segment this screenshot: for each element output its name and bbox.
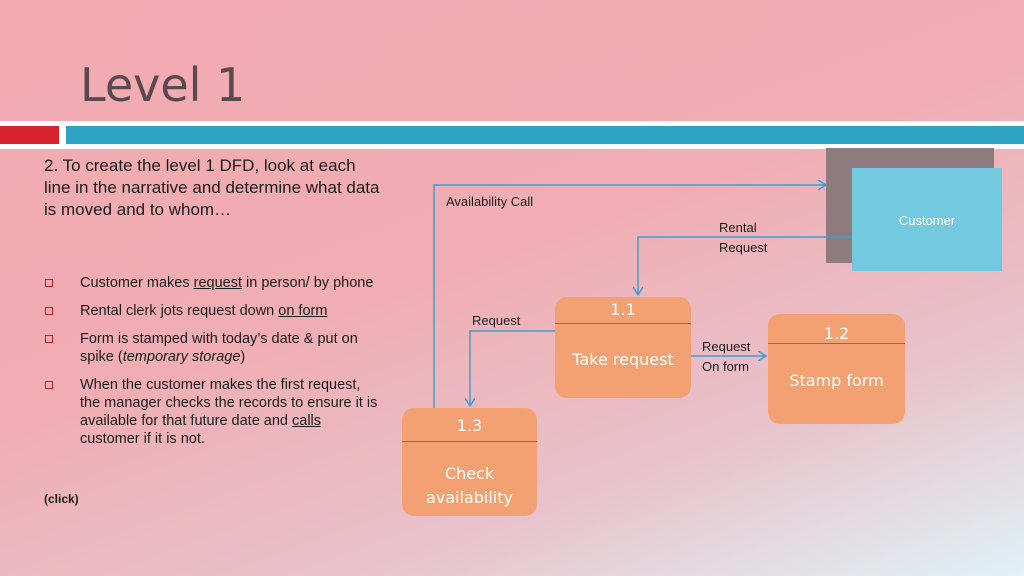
process-divider — [768, 343, 905, 344]
flow-request — [470, 330, 555, 406]
flow-label-request: Request — [719, 240, 768, 255]
flow-availability-call — [433, 185, 826, 408]
accent-bar-red — [0, 126, 59, 144]
flow-rental-request — [638, 236, 852, 295]
process-number: 1.1 — [610, 300, 636, 319]
process-divider — [555, 323, 691, 324]
process-label: Check availability — [425, 464, 513, 507]
external-entity-customer: Customer — [852, 168, 1002, 271]
process-1-2: 1.2 Stamp form — [768, 314, 905, 424]
flow-label-availability-call: Availability Call — [446, 194, 534, 209]
flow-label-request-on: Request — [702, 339, 751, 354]
accent-bar-blue — [66, 126, 1024, 144]
emphasis: on form — [278, 303, 328, 319]
bullet-item: Form is stamped with today’s date & put … — [44, 330, 384, 366]
process-divider — [402, 441, 537, 442]
process-label: Take request — [572, 350, 674, 369]
process-number: 1.3 — [456, 416, 483, 435]
square-bullet-icon — [45, 307, 53, 315]
flow-label-request-to-check: Request — [472, 313, 521, 328]
flow-label-on-form: On form — [702, 359, 749, 374]
click-note: (click) — [44, 492, 79, 506]
bullet-item: Rental clerk jots request down on form — [44, 302, 384, 320]
process-number: 1.2 — [823, 324, 850, 343]
intro-text: 2. To create the level 1 DFD, look at ea… — [44, 156, 380, 219]
bullet-list: Customer makes request in person/ by pho… — [44, 274, 384, 458]
process-1-1: 1.1 Take request — [555, 297, 691, 398]
emphasis: temporary storage — [122, 349, 241, 365]
square-bullet-icon — [45, 335, 53, 343]
flow-label-rental: Rental — [719, 220, 757, 235]
process-label: Stamp form — [789, 371, 884, 390]
square-bullet-icon — [45, 279, 53, 287]
bullet-item: When the customer makes the first reques… — [44, 376, 384, 448]
entity-label: Customer — [898, 213, 956, 228]
emphasis: request — [193, 275, 242, 291]
emphasis: calls — [292, 413, 322, 429]
square-bullet-icon — [45, 381, 53, 389]
bullet-item: Customer makes request in person/ by pho… — [44, 274, 384, 292]
slide-title: Level 1 — [80, 58, 246, 112]
process-1-3: 1.3 Check availability — [402, 408, 537, 516]
